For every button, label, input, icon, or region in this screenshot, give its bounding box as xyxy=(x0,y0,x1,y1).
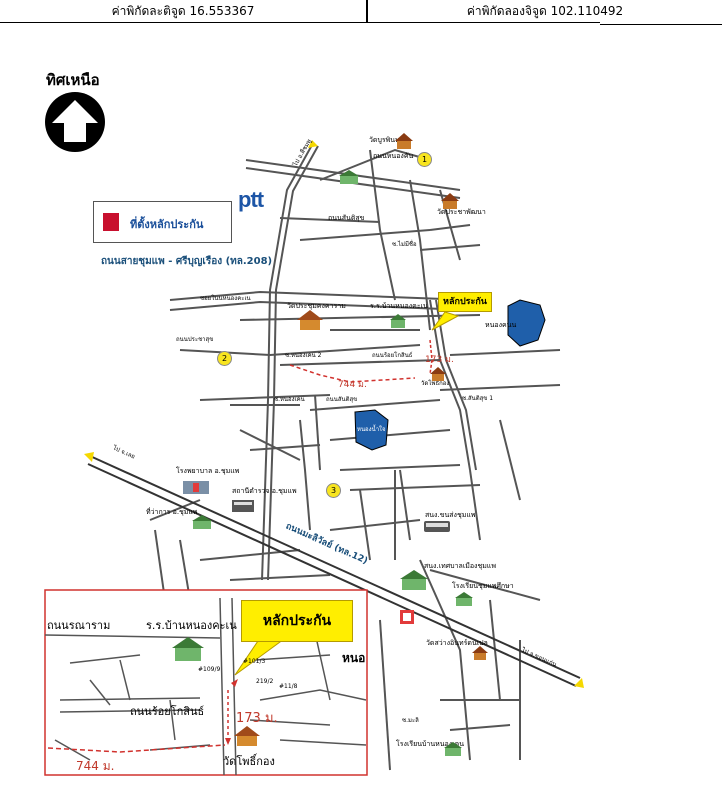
label-wat-pho-kongkha: วัดโพธิ์กอง xyxy=(421,380,450,387)
north-arrow-icon xyxy=(45,92,105,152)
inset-house-number-2: #109/9 xyxy=(198,666,221,673)
hospital-icon xyxy=(183,481,209,494)
inset-road-main: ถนนร้อยโกสินธ์ xyxy=(130,705,205,718)
legend-box: ที่ตั้งหลักประกัน xyxy=(93,201,232,243)
inset-roads xyxy=(44,597,367,776)
school-icon xyxy=(444,742,462,756)
label-district-office: ที่ว่าการ อ.ชุมแพ xyxy=(146,508,198,516)
label-road-nongkhene: ซ.หนองเคน xyxy=(274,396,305,403)
inset-temple-icon xyxy=(234,726,260,746)
label-road-suanphaktrakul: ถนนร้อยโกสินธ์ xyxy=(372,352,413,359)
office-icon xyxy=(400,570,428,590)
label-hospital: โรงพยาบาล อ.ชุมแพ xyxy=(176,467,240,475)
road-network xyxy=(149,144,561,771)
police-icon xyxy=(232,500,254,512)
direction-arrow-right xyxy=(574,678,584,688)
distance-173m: 173 ม. xyxy=(425,355,454,365)
label-wat-prachumkongkaram: วัดประชุมคงคาราม xyxy=(287,302,346,310)
north-label: ทิศเหนือ xyxy=(46,71,100,89)
inset-edge-label: หนอ xyxy=(342,651,366,665)
label-pond-right: หนองคนน xyxy=(485,321,517,329)
longitude-label: ค่าพิกัดลองจิจูด 102.110492 xyxy=(466,4,624,18)
direction-arrow-left xyxy=(84,452,94,462)
label-wat-prachapattana: วัดประชาพัฒนา xyxy=(437,208,486,216)
pond-center xyxy=(354,409,389,451)
inset-distance-173m: 173 ม. xyxy=(236,711,278,726)
inset-school-icon xyxy=(172,637,204,661)
temple-icon xyxy=(297,310,323,330)
label-road-khon-kaen: ถนนสันติสุข xyxy=(328,214,365,222)
route-744m xyxy=(289,364,416,383)
direction-arrow-top xyxy=(308,140,318,148)
inset-house-number-4: #11/8 xyxy=(279,683,298,690)
inset-route-744m xyxy=(47,744,226,753)
coordinate-bar: ค่าพิกัดละติจูด 16.553367 ค่าพิกัดลองจิจ… xyxy=(0,0,722,25)
inset-house-number-3: 219/2 xyxy=(256,678,274,685)
marker-1: 1 xyxy=(417,152,432,167)
label-bus-station: สนง.ขนส่งชุมแพ xyxy=(425,511,476,519)
label-wat-sawang: วัดสว่างอินทร์ดนเปล xyxy=(426,639,488,647)
highway-12 xyxy=(87,455,581,687)
highway-208-label: ถนนสายชุมแพ - ศรีบุญเรือง (ทล.208) xyxy=(101,256,273,267)
label-road-phrachasuk: ถนนประชาสุข xyxy=(176,336,214,343)
label-school-ban-nongkhene: ร.ร.บ้านหนองคะเน xyxy=(370,302,428,310)
bus-icon xyxy=(424,521,450,532)
label-wat-top: วัดบูรพินทร์ xyxy=(369,136,404,144)
collateral-callout: หลักประกัน xyxy=(438,292,492,312)
office-icon xyxy=(192,515,212,529)
legend-label: ที่ตั้งหลักประกัน xyxy=(130,218,204,231)
label-school-ban-nongkhene2: โรงเรียนบ้านหนองเคน xyxy=(396,740,465,748)
label-road-soi-nongkhene: ซอยโนนหนองคะเน xyxy=(200,295,251,302)
legend-swatch xyxy=(103,213,119,231)
temple-icon xyxy=(441,193,459,209)
inset-house-number-1: #101/3 xyxy=(243,658,266,665)
inset-temple: วัดโพธิ์กอง xyxy=(223,755,275,768)
temple-icon xyxy=(395,133,413,149)
label-road-lai: ซ.ไม่มีชื่อ xyxy=(392,241,417,248)
north-indicator: ทิศเหนือ xyxy=(44,68,110,160)
label-municipal-office: สนง.เทศบาลเมืองชุมแพ xyxy=(424,562,496,570)
inset-school: ร.ร.บ้านหนองคะเน xyxy=(146,619,237,632)
school-icon xyxy=(455,592,473,606)
label-road-nongkhene2: ซ.หนองเคน 2 xyxy=(285,352,322,359)
label-school-chumphae: โรงเรียนชุมแพศึกษา xyxy=(452,582,514,590)
inset-collateral-callout: หลักประกัน xyxy=(241,600,353,642)
temple-icon xyxy=(472,646,488,660)
label-police: สถานีตำรวจ อ.ชุมแพ xyxy=(232,487,297,495)
school-icon xyxy=(390,314,406,328)
latitude-label: ค่าพิกัดละติจูด 16.553367 xyxy=(111,4,255,18)
label-road-mali: ซ.มะลิ xyxy=(402,717,419,724)
label-road-chumphon: ถนนหนองคัน xyxy=(373,152,414,160)
inset-distance-744m: 744 ม. xyxy=(76,759,115,773)
route-173m xyxy=(429,339,433,375)
label-road-santisuk1: ซ.สันติสุข 1 xyxy=(462,395,494,402)
pond-right xyxy=(507,299,546,347)
inset-road-left: ถนนรณาราม xyxy=(47,619,111,632)
temple-icon xyxy=(430,367,446,381)
shop-icon xyxy=(400,610,414,624)
school-icon xyxy=(339,170,359,184)
label-pond-center: หนองน้ำใจ xyxy=(357,426,386,433)
distance-744m: 744 ม. xyxy=(338,380,367,390)
marker-3: 3 xyxy=(326,483,341,498)
ptt-logo: ptt xyxy=(238,187,264,212)
marker-2: 2 xyxy=(217,351,232,366)
label-road-santisuk: ถนนสันติสุข xyxy=(326,396,358,403)
